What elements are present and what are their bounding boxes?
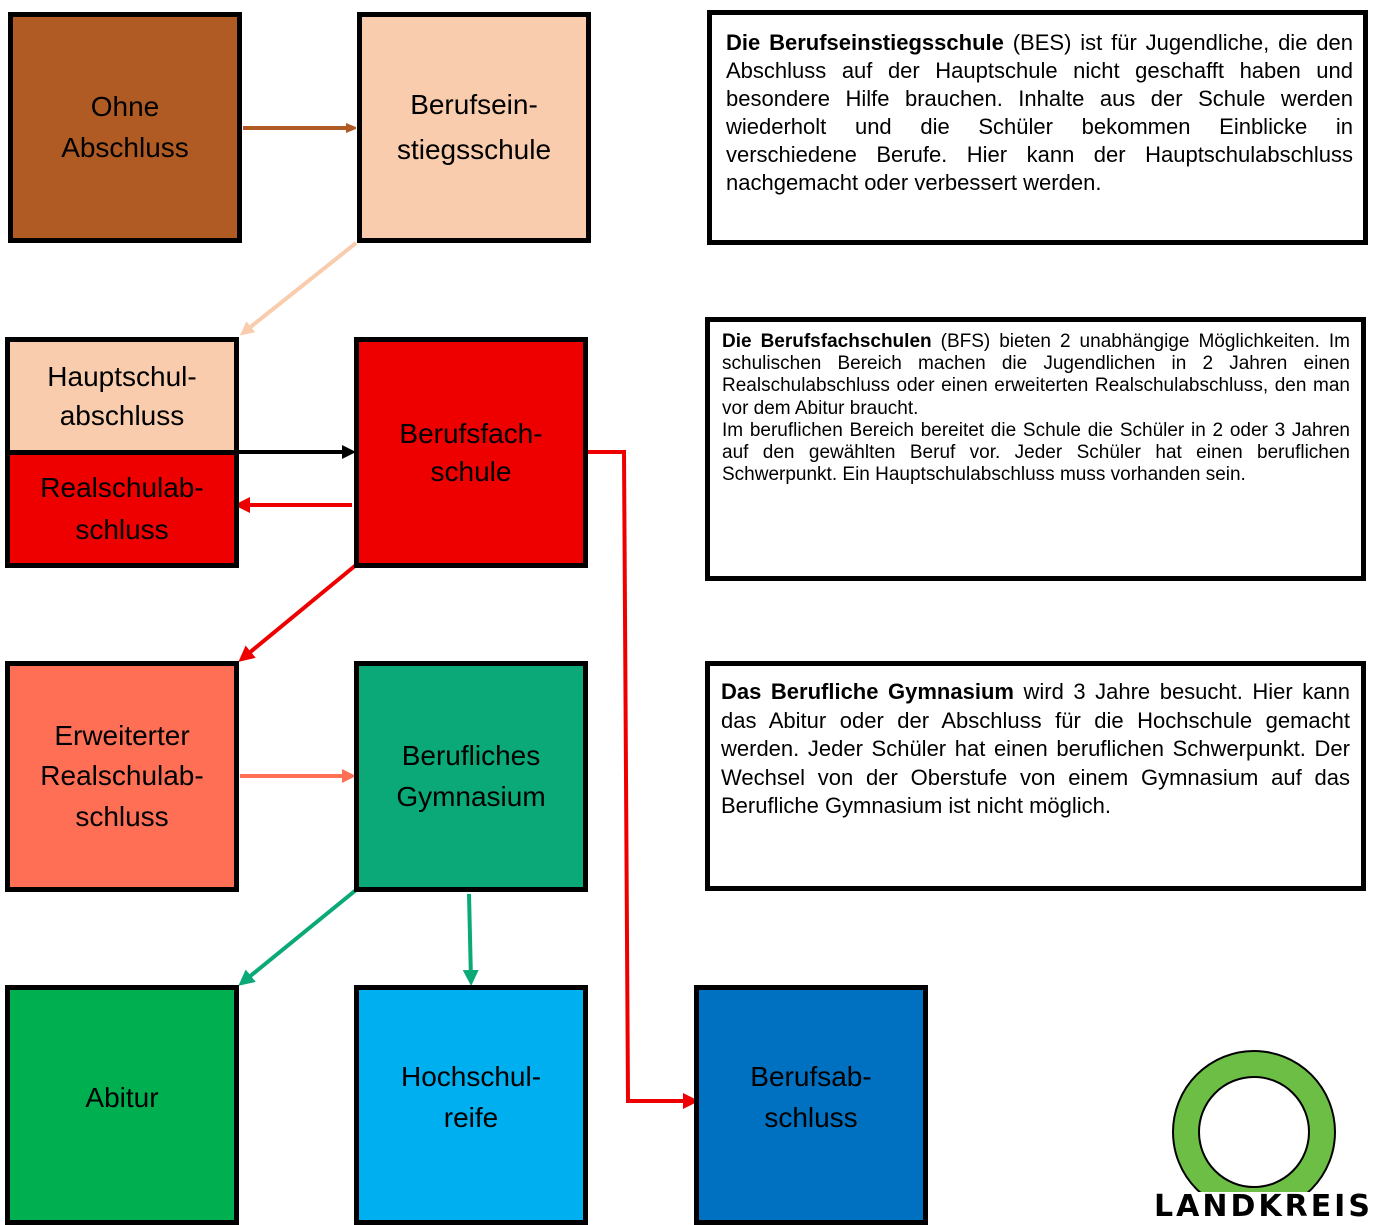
box-real-line1: Realschulab-: [40, 472, 204, 503]
box-bfs-line1: Berufsfach-: [399, 417, 543, 449]
landkreis-logo: LANDKREIS: [1140, 1040, 1373, 1222]
logo-ring-icon: [1140, 1050, 1373, 1214]
box-bes-line1: Berufsein-: [410, 88, 538, 120]
info-berufliches-gymnasium: Das Berufliche Gymnasium wird 3 Jahre be…: [705, 661, 1366, 891]
info-bes-text: (BES) ist für Jugendliche, die den Absch…: [726, 30, 1353, 195]
info-berufsfachschulen: Die Berufsfachschulen (BFS) bieten 2 una…: [705, 317, 1366, 581]
box-bfs-line2: schule: [430, 455, 512, 487]
box-hoch-line2: reife: [443, 1102, 499, 1133]
box-hochschulreife: Hochschul- reife: [354, 985, 588, 1225]
box-realschulabschluss: Realschulab- schluss: [5, 450, 239, 568]
box-real-line2: schluss: [75, 514, 169, 545]
info-bfs-paragraph1: Die Berufsfachschulen (BFS) bieten 2 una…: [722, 331, 1350, 420]
box-berufsab-line1: Berufsab-: [750, 1061, 872, 1093]
box-abitur-line1: Abitur: [85, 1081, 159, 1113]
box-berufliches-gymnasium: Berufliches Gymnasium: [354, 661, 588, 892]
box-ohne-line2: Abschluss: [61, 131, 189, 163]
box-bg-line1: Berufliches: [401, 739, 541, 771]
box-haupt-line1: Hauptschul-: [47, 360, 197, 392]
info-bfs-text2: Im beruflichen Bereich bereitet die Schu…: [722, 419, 1350, 486]
box-erw-line3: schluss: [75, 800, 169, 832]
info-bg-text: wird 3 Jahre besucht. Hier kann das Abit…: [721, 679, 1350, 819]
arrow-bfs-to-berufsabschluss: [588, 450, 699, 1109]
logo-text: LANDKREIS: [1154, 1189, 1373, 1224]
arrow-bes-to-hauptschul: [239, 241, 358, 336]
info-bfs-title: Die Berufsfachschulen: [722, 331, 932, 352]
box-ohne-abschluss: Ohne Abschluss: [8, 12, 242, 243]
box-erw-line1: Erweiterter: [54, 719, 190, 751]
box-erw-line2: Realschulab-: [40, 760, 204, 792]
box-ohne-line1: Ohne: [90, 90, 160, 122]
info-bfs-text: (BFS) bieten 2 unabhängige Möglichkeiten…: [722, 331, 1350, 419]
arrow-bg-to-hochschulreife: [462, 893, 479, 986]
info-bg-title: Das Berufliche Gymnasium: [721, 679, 1014, 704]
box-berufsabschluss: Berufsab- schluss: [694, 985, 928, 1225]
box-berufsfachschule: Berufsfach- schule: [354, 337, 588, 568]
box-erweiterter-realschulabschluss: Erweiterter Realschulab- schluss: [5, 661, 239, 892]
info-berufseinstiegsschule: Die Berufseinstiegsschule (BES) ist für …: [707, 10, 1368, 245]
info-bes-title: Die Berufseinstiegsschule: [726, 30, 1004, 55]
box-bg-line2: Gymnasium: [396, 780, 546, 812]
box-berufsab-line2: schluss: [764, 1102, 858, 1133]
arrow-bfs-to-erweiterter: [238, 563, 358, 662]
arrow-bg-to-abitur: [238, 888, 358, 986]
box-hoch-line1: Hochschul-: [400, 1061, 542, 1093]
box-hauptschulabschluss: Hauptschul- abschluss: [5, 337, 239, 455]
box-haupt-line2: abschluss: [59, 400, 185, 431]
box-abitur: Abitur: [5, 985, 239, 1225]
box-berufseinstiegsschule: Berufsein- stiegsschule: [357, 12, 591, 243]
box-bes-line2: stiegsschule: [396, 133, 552, 165]
